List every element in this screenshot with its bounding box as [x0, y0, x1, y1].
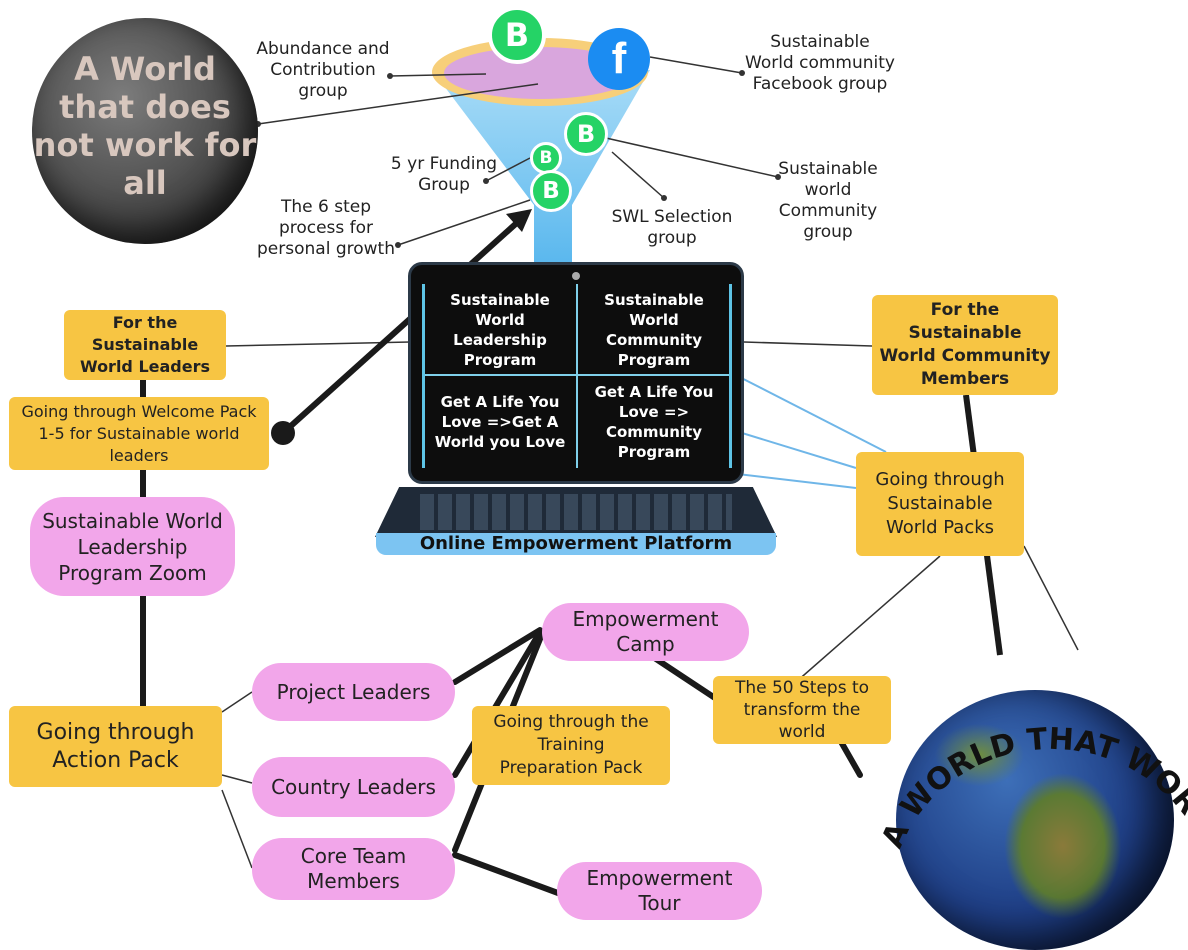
- laptop-keyboard: [420, 494, 732, 530]
- action-pack-box: Going through Action Pack: [9, 706, 222, 787]
- world-works-text: A WORLD THAT WORKS FOR ALL: [830, 620, 1188, 853]
- leadership-zoom-box: Sustainable World Leadership Program Zoo…: [30, 497, 235, 596]
- welcome-pack-box: Going through Welcome Pack 1-5 for Susta…: [9, 397, 269, 470]
- community-program-cell: Sustainable World Community Program: [604, 291, 704, 369]
- community-group-label: Sustainable world Community group: [778, 159, 878, 242]
- whatsapp-business-icon: B: [488, 6, 546, 64]
- abundance-group-label: Abundance and Contribution group: [256, 39, 390, 101]
- camera-dot: [572, 272, 580, 280]
- facebook-icon: f: [588, 28, 650, 90]
- laptop-screen-divider-v: [576, 284, 578, 468]
- project-leaders-box: Project Leaders: [252, 663, 455, 721]
- whatsapp-business-icon: B: [530, 170, 572, 212]
- world-not-working-globe: [32, 18, 258, 244]
- world-not-working-text: A World that does not work for all: [33, 50, 257, 202]
- six-step-label: The 6 step process for personal growth: [257, 197, 395, 259]
- sw-packs-box: Going through Sustainable World Packs: [856, 452, 1024, 556]
- svg-text:A WORLD THAT WORKS FOR ALL: A WORLD THAT WORKS FOR ALL: [830, 620, 1188, 853]
- whatsapp-business-icon: B: [564, 112, 608, 156]
- laptop-screen-divider-h: [425, 374, 729, 376]
- whatsapp-business-icon: B: [530, 142, 562, 174]
- core-team-box: Core Team Members: [252, 838, 455, 900]
- country-leaders-box: Country Leaders: [252, 757, 455, 817]
- platform-label: Online Empowerment Platform: [376, 533, 776, 555]
- for-leaders-box: For the Sustainable World Leaders: [64, 310, 226, 380]
- life-you-love-cell: Get A Life You Love =>Get A World you Lo…: [434, 393, 566, 451]
- laptop-screen-grid: [422, 284, 732, 468]
- leadership-program-cell: Sustainable World Leadership Program: [450, 291, 550, 369]
- facebook-group-label: Sustainable World community Facebook gro…: [745, 32, 895, 94]
- life-community-cell: Get A Life You Love => Community Program: [594, 383, 714, 461]
- for-members-box: For the Sustainable World Community Memb…: [872, 295, 1058, 395]
- earth-globe: [896, 690, 1174, 950]
- empowerment-tour-box: Empowerment Tour: [557, 862, 762, 920]
- fifty-steps-box: The 50 Steps to transform the world: [713, 676, 891, 744]
- swl-selection-label: SWL Selection group: [611, 207, 733, 248]
- empowerment-camp-box: Empowerment Camp: [542, 603, 749, 661]
- training-pack-box: Going through the Training Preparation P…: [472, 706, 670, 785]
- funding-group-label: 5 yr Funding Group: [390, 154, 498, 195]
